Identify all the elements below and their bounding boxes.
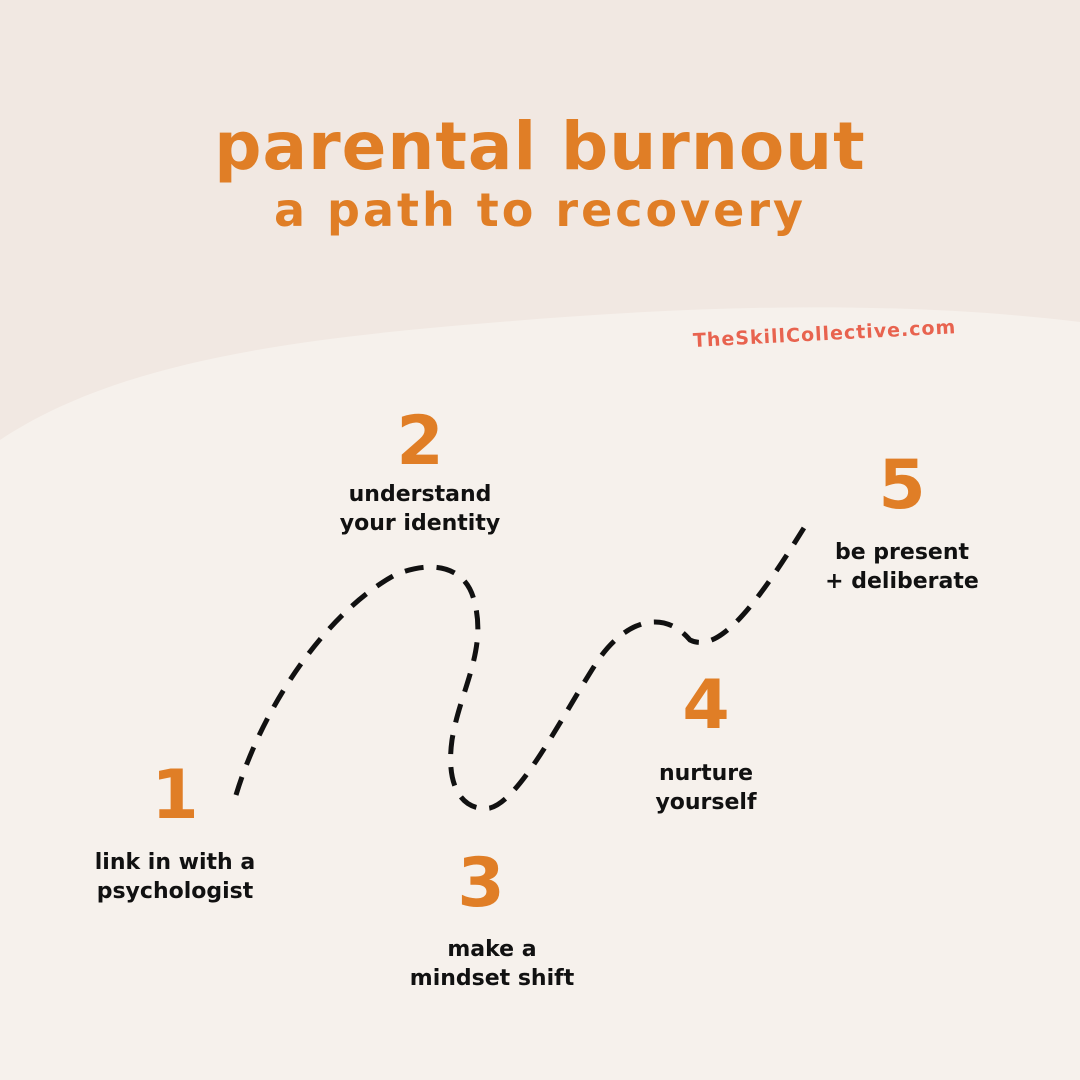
- step-5-label: be present + deliberate: [772, 538, 1032, 596]
- step-1-number: 1: [151, 756, 199, 835]
- step-2-label-line-1: understand: [348, 482, 492, 507]
- page-title: parental burnout: [214, 108, 866, 185]
- step-4-label: nurture yourself: [576, 759, 836, 817]
- step-2-label: understand your identity: [290, 480, 550, 538]
- step-3-label-line-1: make a: [447, 937, 537, 962]
- step-1-label-line-2: psychologist: [96, 879, 254, 904]
- step-4-label-line-2: yourself: [655, 790, 757, 815]
- step-1-label: link in with a psychologist: [45, 848, 305, 906]
- page-subtitle: a path to recovery: [274, 183, 806, 237]
- step-2-number: 2: [396, 402, 444, 481]
- step-1-label-line-1: link in with a: [94, 850, 256, 875]
- step-3-label: make a mindset shift: [362, 935, 622, 993]
- step-3-number: 3: [457, 844, 505, 923]
- step-3-label-line-2: mindset shift: [409, 966, 575, 991]
- step-5-number: 5: [878, 446, 926, 525]
- dashed-path-line: [233, 516, 813, 811]
- step-5-label-line-2: + deliberate: [825, 569, 979, 594]
- step-4-number: 4: [682, 666, 730, 745]
- step-2-label-line-2: your identity: [339, 511, 501, 536]
- step-5-label-line-1: be present: [834, 540, 970, 565]
- step-4-label-line-1: nurture: [658, 761, 754, 786]
- background-upper-wave: [0, 0, 1080, 440]
